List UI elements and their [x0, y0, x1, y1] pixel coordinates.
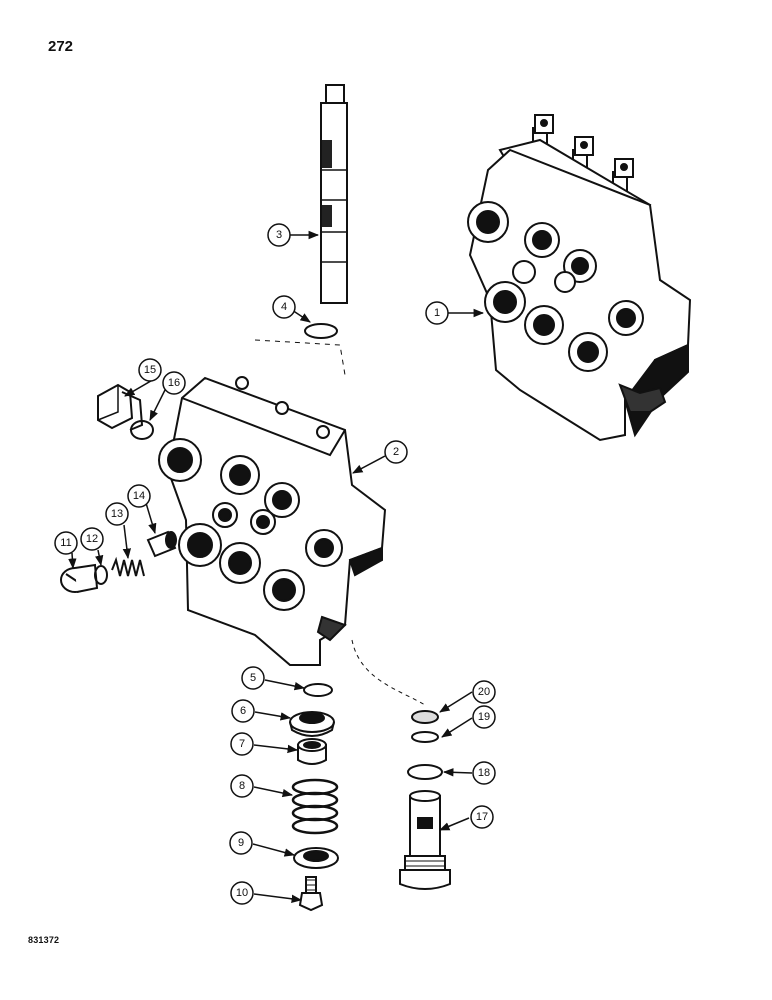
- callout-label-13: 13: [111, 508, 123, 520]
- callout-15: [138, 358, 162, 382]
- callout-label-16: 16: [168, 377, 180, 389]
- callout-label-18: 18: [478, 767, 490, 779]
- callout-label-14: 14: [133, 490, 145, 502]
- callout-19: [472, 705, 496, 729]
- callout-label-12: 12: [86, 533, 98, 545]
- callout-12: [80, 527, 104, 551]
- relief-valve-seals: [407, 710, 443, 780]
- callout-14: [127, 484, 151, 508]
- callout-label-17: 17: [476, 811, 488, 823]
- valve-body-ports: [158, 438, 343, 611]
- assembled-control-valve: [467, 114, 692, 442]
- relief-cap: [60, 563, 99, 593]
- callouts: [54, 223, 496, 905]
- callout-18: [472, 761, 496, 785]
- callout-9: [229, 831, 253, 855]
- centering-spring: [291, 778, 339, 835]
- callout-label-8: 8: [239, 780, 245, 792]
- callout-label-5: 5: [250, 672, 256, 684]
- callout-13: [105, 502, 129, 526]
- relief-poppet: [146, 530, 177, 558]
- callout-5: [241, 666, 265, 690]
- seal-retainer: [289, 711, 335, 737]
- callout-label-20: 20: [478, 686, 490, 698]
- callout-16: [162, 371, 186, 395]
- relief-spring: [111, 556, 145, 577]
- callout-17: [470, 805, 494, 829]
- callout-2: [384, 440, 408, 464]
- callout-3: [267, 223, 291, 247]
- callout-label-1: 1: [434, 307, 440, 319]
- leader-lines: [68, 230, 485, 903]
- spool-o-ring: [304, 323, 338, 339]
- figure-id: 831372: [28, 935, 60, 945]
- callout-label-10: 10: [236, 887, 248, 899]
- page-number: 272: [48, 38, 74, 55]
- spring-seat-upper: [297, 738, 327, 765]
- assembled-ports: [467, 201, 644, 372]
- backup-ring: [411, 710, 439, 724]
- spring-o-ring: [303, 683, 333, 697]
- plug-o-ring: [130, 420, 154, 440]
- callout-6: [231, 699, 255, 723]
- relief-valve-cartridge: [399, 790, 451, 890]
- spool-bolt: [298, 876, 324, 912]
- callout-label-9: 9: [238, 837, 244, 849]
- callout-label-3: 3: [276, 229, 282, 241]
- callout-label-6: 6: [240, 705, 246, 717]
- callout-labels: 1 2 3 4 5 6 7 8 9 10 11 12 13 14 15 16 1…: [60, 229, 490, 899]
- callout-4: [272, 295, 296, 319]
- spool: [320, 84, 348, 304]
- callout-1: [425, 301, 449, 325]
- callout-label-2: 2: [393, 446, 399, 458]
- callout-label-4: 4: [281, 301, 287, 313]
- callout-label-11: 11: [60, 537, 71, 549]
- callout-label-7: 7: [239, 738, 245, 750]
- callout-8: [230, 774, 254, 798]
- valve-body: [158, 339, 426, 706]
- callout-11: [54, 531, 78, 555]
- spring-seat-lower: [293, 847, 339, 869]
- callout-10: [230, 881, 254, 905]
- callout-label-15: 15: [144, 364, 156, 376]
- relief-o-ring-small: [411, 731, 439, 743]
- relief-o-ring-large: [407, 764, 443, 780]
- callout-7: [230, 732, 254, 756]
- callout-20: [472, 680, 496, 704]
- callout-label-19: 19: [478, 711, 490, 723]
